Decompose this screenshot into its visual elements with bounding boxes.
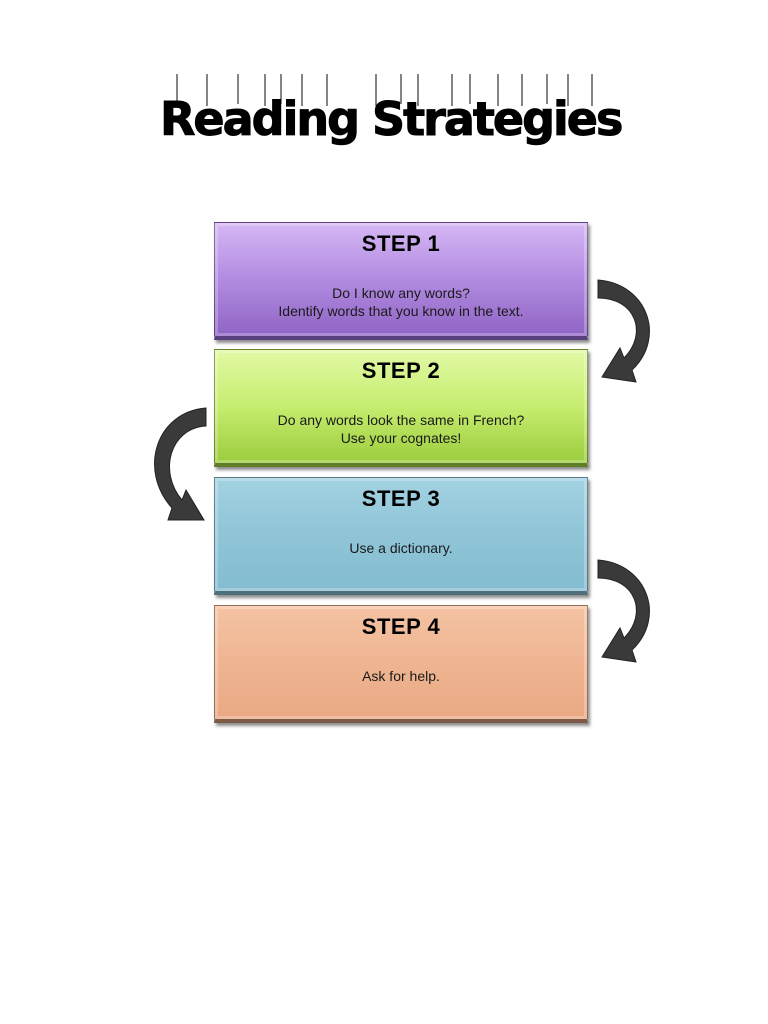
step-3-box: STEP 3 Use a dictionary.	[214, 477, 588, 595]
step-3-title: STEP 3	[361, 486, 441, 511]
step-1-line-2: Identify words that you know in the text…	[278, 303, 524, 319]
hanging-strings-decoration	[176, 74, 593, 106]
step-4-box: STEP 4 Ask for help.	[214, 605, 588, 723]
title-banner: Reading Strategies	[150, 70, 624, 165]
curved-arrow-step2-to-step3-icon	[154, 407, 207, 521]
step-1-text: Do I know any words? Identify words that…	[215, 284, 587, 320]
step-2-text: Do any words look the same in French? Us…	[215, 411, 587, 447]
step-2-line-1: Do any words look the same in French?	[277, 412, 525, 428]
step-4-line-1: Ask for help.	[362, 668, 440, 684]
page-title: Reading Strategies	[159, 92, 623, 147]
curved-arrow-step3-to-step4-icon	[597, 559, 650, 663]
step-1-box: STEP 1 Do I know any words? Identify wor…	[214, 222, 588, 340]
step-4-text: Ask for help.	[215, 667, 587, 685]
step-2-title: STEP 2	[361, 358, 441, 383]
curved-arrow-step1-to-step2-icon	[597, 279, 650, 383]
step-2-line-2: Use your cognates!	[340, 430, 462, 446]
step-1-line-1: Do I know any words?	[332, 285, 470, 301]
step-4-title: STEP 4	[361, 614, 441, 639]
step-3-text: Use a dictionary.	[215, 539, 587, 557]
step-1-title: STEP 1	[361, 231, 441, 256]
step-2-box: STEP 2 Do any words look the same in Fre…	[214, 349, 588, 467]
step-3-line-1: Use a dictionary.	[349, 540, 453, 556]
